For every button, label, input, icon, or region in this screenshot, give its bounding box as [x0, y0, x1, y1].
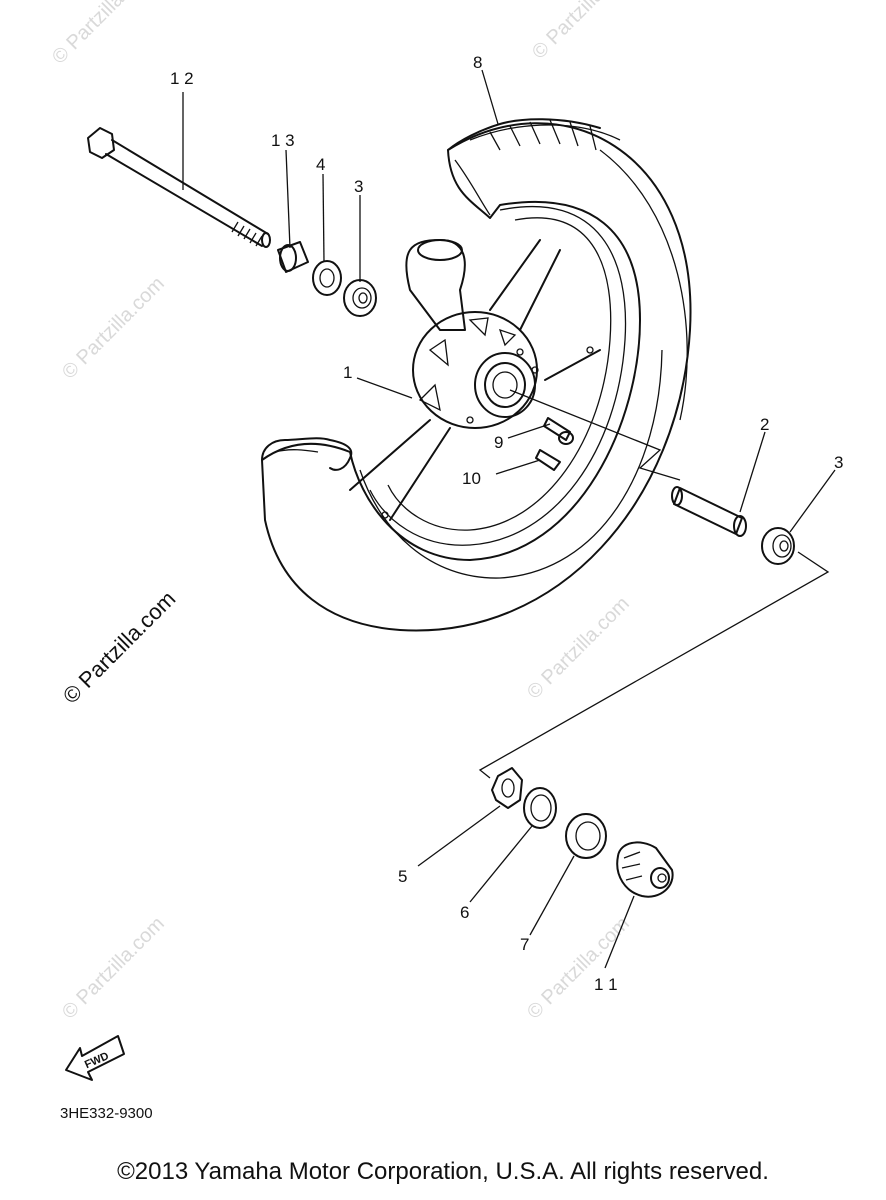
watermark-text: © Partzilla.com	[58, 913, 169, 1024]
watermark-text: © Partzilla.com	[58, 273, 169, 384]
watermarks: © Partzilla.com © Partzilla.com © Partzi…	[48, 0, 639, 1024]
right-hub-parts-drawing	[671, 486, 795, 565]
callout-6: 6	[460, 903, 469, 922]
watermark-text: © Partzilla.com	[48, 0, 159, 69]
callout-numbers: 1 2 1 3 4 3 8 1 9 10 2 3 5 6 7 1 1	[170, 53, 843, 994]
callout-3-right: 3	[834, 453, 843, 472]
callout-7: 7	[520, 935, 529, 954]
watermark-text: © Partzilla.com	[523, 913, 634, 1024]
callout-5: 5	[398, 867, 407, 886]
callout-8: 8	[473, 53, 482, 72]
assembly-lines	[478, 389, 830, 779]
hub-drawing	[381, 239, 594, 519]
callout-3-left: 3	[354, 177, 363, 196]
callout-2: 2	[760, 415, 769, 434]
callout-12: 1 2	[170, 69, 194, 88]
fwd-arrow-icon: FWD	[65, 1035, 125, 1081]
callout-4: 4	[316, 155, 325, 174]
callout-9: 9	[494, 433, 503, 452]
valve-drawing	[535, 417, 574, 471]
callout-13: 1 3	[271, 131, 295, 150]
watermark-text: © Partzilla.com	[523, 593, 634, 704]
reference-code: 3HE332-9300	[60, 1105, 153, 1122]
callout-10: 10	[462, 469, 481, 488]
left-hub-parts-drawing	[277, 241, 377, 317]
lower-parts-drawing	[491, 767, 674, 898]
callout-1: 1	[343, 363, 352, 382]
axle-drawing	[87, 127, 271, 248]
watermark-text-dark: © Partzilla.com	[58, 586, 181, 709]
callout-11: 1 1	[594, 975, 618, 994]
tire-drawing	[261, 118, 692, 632]
leader-lines	[182, 69, 836, 969]
copyright-notice: ©2013 Yamaha Motor Corporation, U.S.A. A…	[117, 1158, 769, 1185]
watermark-text: © Partzilla.com	[528, 0, 639, 64]
